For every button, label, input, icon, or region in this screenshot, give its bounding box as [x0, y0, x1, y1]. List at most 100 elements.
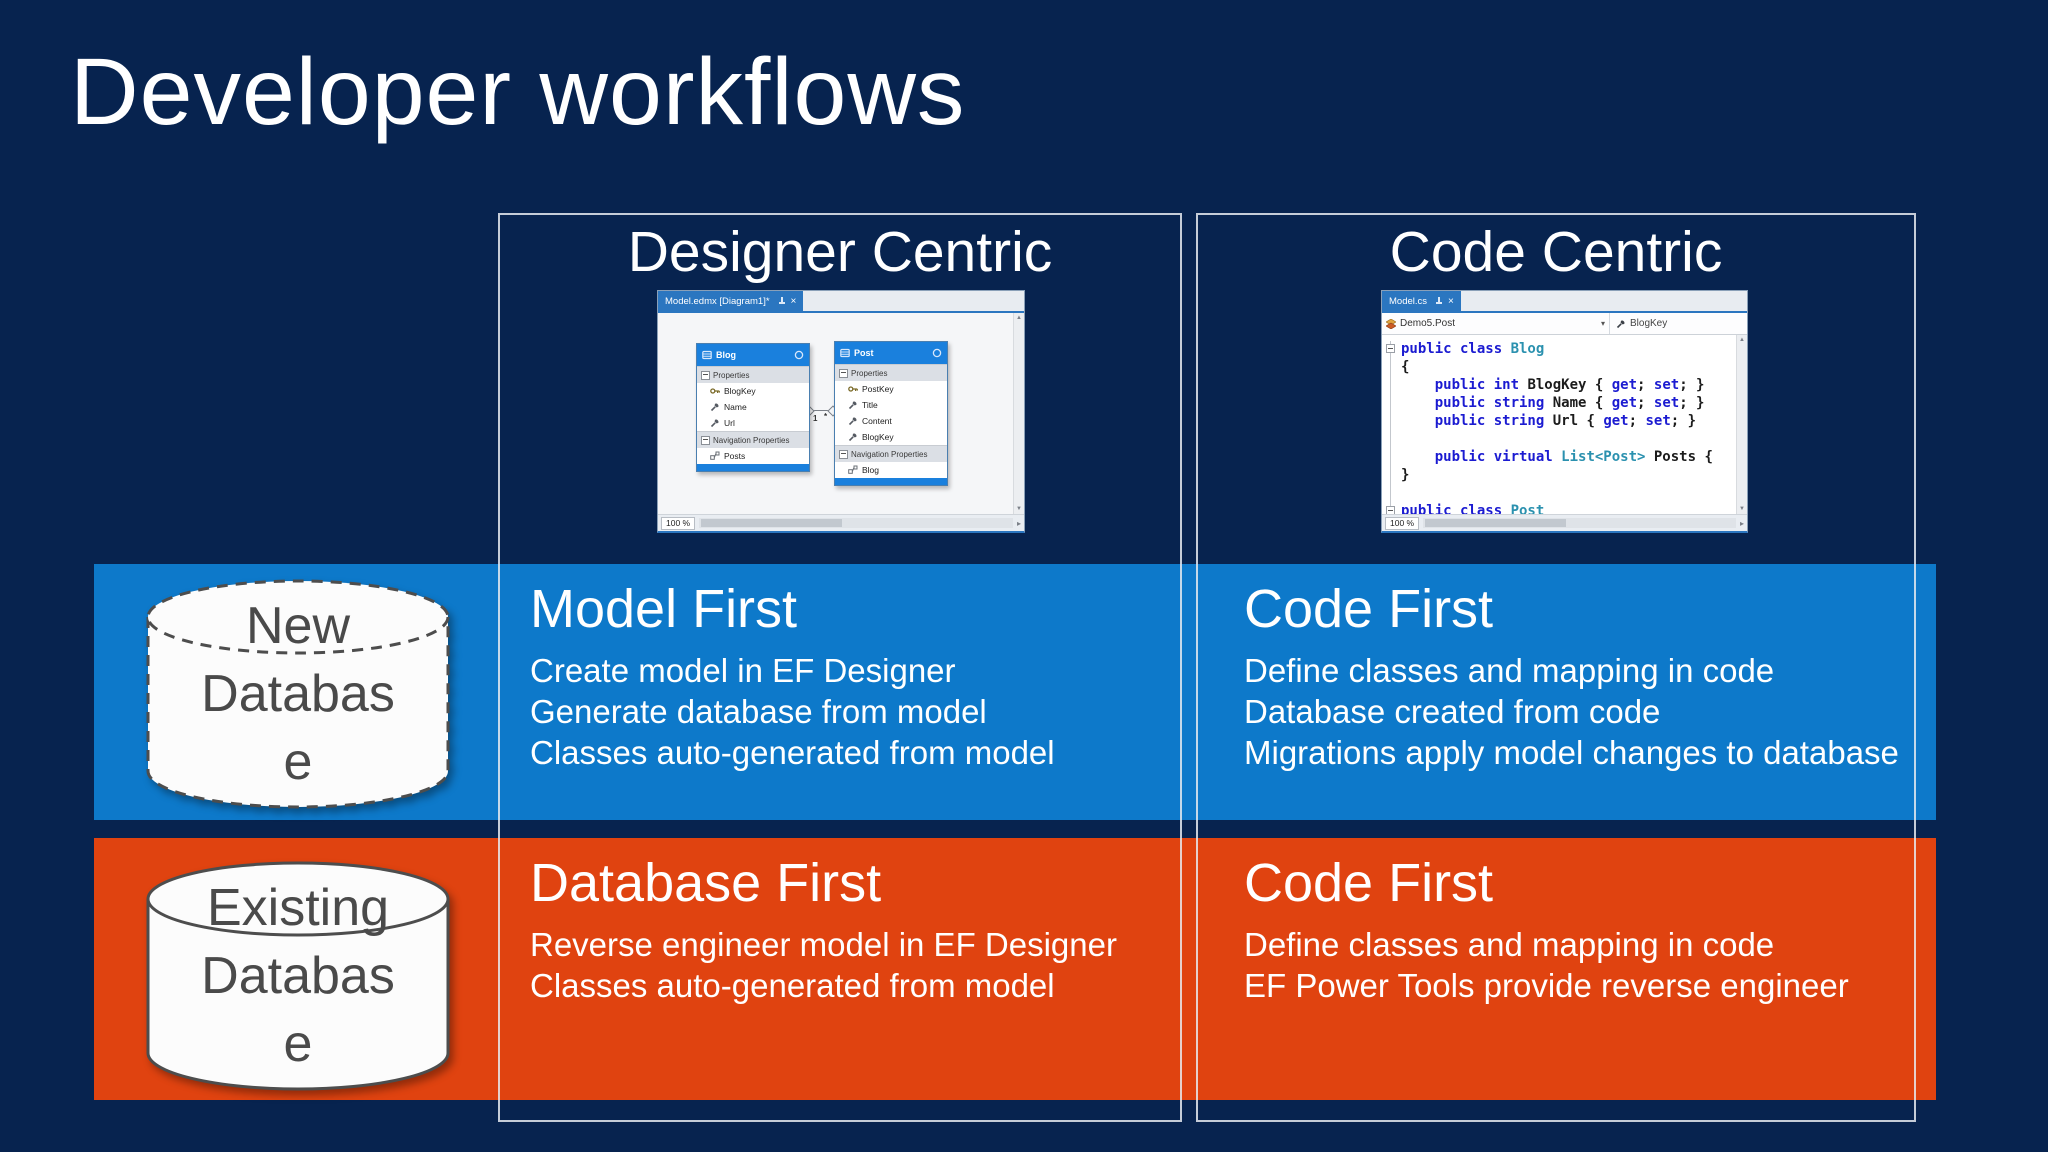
entity-property: Name	[697, 399, 809, 415]
cell-database-first: Database First Reverse engineer model in…	[530, 852, 1190, 1006]
entity-section-header: Properties	[697, 366, 809, 383]
text-line: Databas	[201, 665, 395, 723]
designer-tab-strip: Model.edmx [Diagram1]* ×	[658, 291, 1024, 313]
collapse-icon	[701, 435, 710, 445]
text-line: Migrations apply model changes to databa…	[1244, 734, 1899, 771]
scroll-down-icon: ▼	[1016, 506, 1022, 512]
property-label: PostKey	[862, 384, 894, 394]
text-line: e	[283, 733, 313, 791]
code-navigation-bar: Demo5.Post ▾ BlogKey	[1382, 313, 1747, 335]
code-status-bar: 100 % ▸	[1382, 514, 1747, 531]
code-line: public class Post	[1401, 503, 1545, 514]
entity-property: Blog	[835, 462, 947, 478]
designer-centric-header: Designer Centric	[627, 220, 1053, 284]
code-line: public int BlogKey { get; set; }	[1434, 377, 1705, 393]
entity-icon	[702, 350, 712, 360]
member-dropdown: BlogKey	[1610, 318, 1667, 329]
cell-heading: Database First	[530, 853, 882, 913]
fold-collapse-icon	[1386, 506, 1395, 514]
text-line: EF Power Tools provide reverse engineer	[1244, 967, 1849, 1004]
class-icon	[1386, 318, 1396, 329]
scalar-icon	[848, 417, 857, 426]
text-line: Existing	[206, 879, 390, 937]
code-line: public class Blog	[1401, 341, 1545, 357]
code-area: public class Blog{ public int BlogKey { …	[1382, 335, 1747, 514]
scroll-right-icon: ▸	[1739, 518, 1744, 528]
entity-property: Url	[697, 415, 809, 431]
collapse-icon	[932, 348, 942, 358]
code-line	[1401, 430, 1713, 448]
property-label: Posts	[724, 451, 746, 461]
section-label: Navigation Properties	[851, 449, 928, 459]
pin-icon	[778, 297, 785, 305]
entity-section-header: Navigation Properties	[697, 431, 809, 448]
property-label: BlogKey	[724, 386, 756, 396]
vertical-scrollbar: ▲ ▼	[1013, 313, 1024, 514]
zoom-level: 100 %	[661, 516, 696, 530]
cell-heading: Code First	[1244, 853, 1494, 913]
text-line: Databas	[201, 947, 395, 1005]
close-icon: ×	[1448, 295, 1454, 307]
scalar-icon	[848, 401, 857, 410]
scroll-up-icon: ▲	[1016, 315, 1022, 321]
scalar-icon	[848, 433, 857, 442]
scroll-right-icon: ▸	[1016, 518, 1021, 528]
wrench-icon	[1616, 320, 1625, 328]
cell-code-first-existing-db: Code First Define classes and mapping in…	[1244, 852, 1916, 1006]
multiplicity-one-label: 1	[813, 414, 818, 423]
collapse-icon	[794, 350, 804, 360]
designer-document-tab: Model.edmx [Diagram1]* ×	[658, 291, 804, 311]
text-line: Classes auto-generated from model	[530, 967, 1055, 1004]
scroll-up-icon: ▲	[1739, 337, 1745, 343]
entity-property: Content	[835, 413, 947, 429]
association-line	[810, 410, 832, 411]
cell-code-first-new-db: Code First Define classes and mapping in…	[1244, 578, 1916, 773]
designer-tab-label: Model.edmx [Diagram1]*	[665, 295, 770, 307]
code-editor-screenshot: Model.cs × Demo5.Post ▾ BlogKey	[1381, 290, 1748, 533]
code-line: }	[1401, 467, 1410, 483]
entity-footer	[835, 478, 947, 485]
collapse-icon	[839, 368, 848, 378]
slide-title: Developer workflows	[70, 39, 966, 145]
entity-name: Blog	[716, 350, 736, 360]
type-dropdown-value: Demo5.Post	[1400, 318, 1456, 329]
type-dropdown: Demo5.Post ▾	[1382, 313, 1610, 334]
text-line: Classes auto-generated from model	[530, 734, 1055, 771]
entity-section-header: Navigation Properties	[835, 445, 947, 462]
text-line: Generate database from model	[530, 693, 987, 730]
code-centric-header: Code Centric	[1389, 220, 1723, 284]
vertical-scrollbar: ▲ ▼	[1736, 335, 1747, 514]
key-icon	[848, 386, 858, 392]
property-label: Content	[862, 416, 892, 426]
chevron-down-icon: ▾	[1600, 319, 1605, 328]
new-database-cylinder-icon	[146, 579, 450, 809]
code-gutter	[1382, 335, 1399, 514]
code-line: public string Url { get; set; }	[1434, 413, 1697, 429]
code-tab-label: Model.cs	[1389, 295, 1428, 307]
existing-database-cylinder-icon	[146, 861, 450, 1091]
property-label: Name	[724, 402, 747, 412]
section-label: Properties	[713, 370, 750, 380]
entity-header: Blog	[697, 344, 809, 366]
entity-property: PostKey	[835, 381, 947, 397]
text-line: Reverse engineer model in EF Designer	[530, 926, 1117, 963]
scalar-icon	[710, 419, 719, 428]
property-label: BlogKey	[862, 432, 894, 442]
scroll-down-icon: ▼	[1739, 506, 1745, 512]
horizontal-scrollbar	[1423, 518, 1736, 528]
collapse-icon	[701, 370, 710, 380]
entity-property: Title	[835, 397, 947, 413]
code-lines: public class Blog{ public int BlogKey { …	[1399, 335, 1713, 514]
text-line: Define classes and mapping in code	[1244, 926, 1775, 963]
nav-icon	[848, 465, 858, 474]
section-label: Properties	[851, 368, 888, 378]
member-dropdown-value: BlogKey	[1630, 318, 1668, 329]
entity-header: Post	[835, 342, 947, 364]
close-icon: ×	[790, 295, 797, 307]
collapse-icon	[839, 449, 848, 459]
